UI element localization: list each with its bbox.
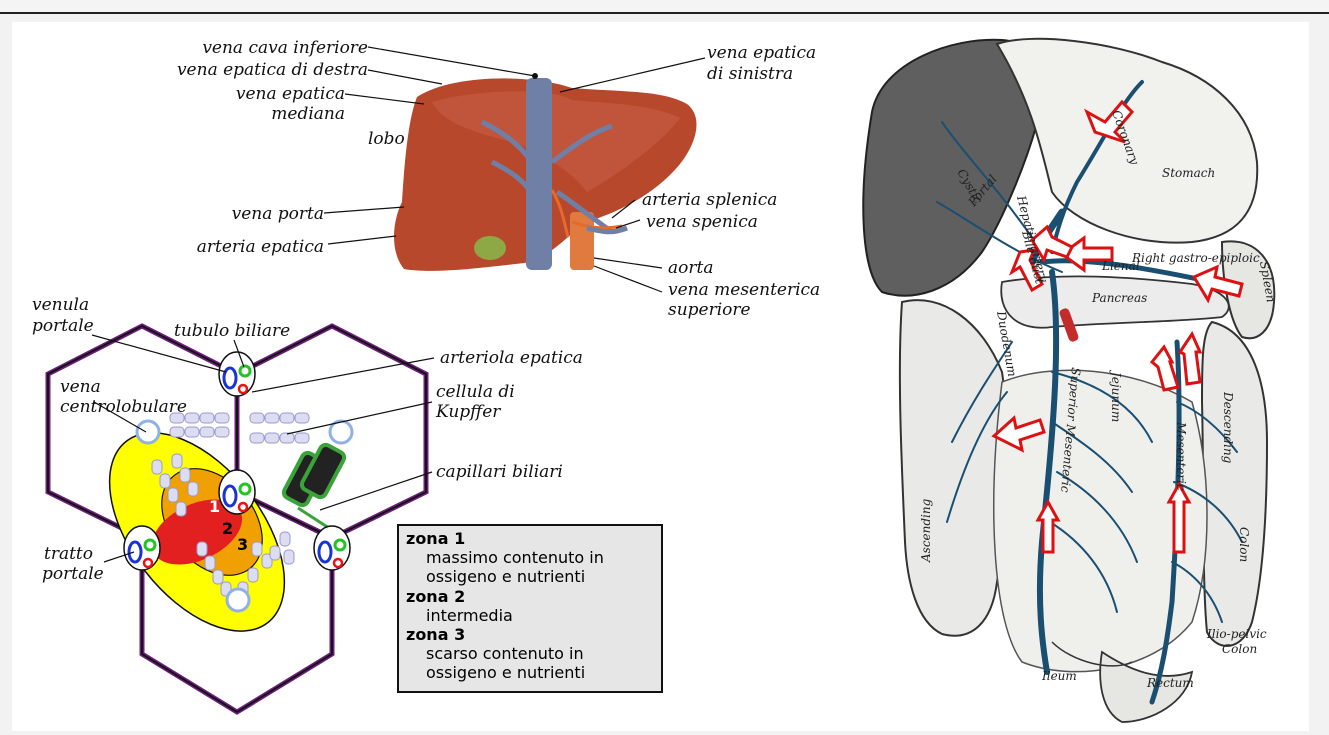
- lobule-diagram: 1 2 3: [48, 326, 426, 712]
- portal-triad-center: [219, 470, 255, 514]
- portal-triad-left: [124, 526, 160, 570]
- ascending-colon-shape: [900, 300, 1008, 636]
- gray-label-mesenteric-inf: Mesenteric: [1174, 421, 1188, 491]
- legend-zona3-title: zona 3: [406, 625, 465, 644]
- label-venula-portale-1: venula: [32, 295, 89, 315]
- label-vena-centrolobulare-2: centrolobulare: [60, 397, 187, 417]
- label-tubulo-biliare: tubulo biliare: [174, 321, 290, 341]
- gray-label-rectum: Rectum: [1146, 676, 1194, 690]
- figure-svg: vena cava inferiore vena epatica di dest…: [12, 22, 1309, 731]
- legend-zona3-line1: scarso contenuto in: [426, 644, 584, 663]
- label-arteriola-epatica: arteriola epatica: [440, 348, 583, 368]
- label-cellula-kupffer-1: cellula di: [436, 382, 515, 402]
- zone-label-3: 3: [237, 535, 248, 554]
- label-tratto-portale-1: tratto: [44, 544, 93, 564]
- label-vena-cava-inferiore: vena cava inferiore: [202, 38, 368, 58]
- label-capillari-biliari: capillari biliari: [436, 462, 563, 482]
- gray-label-ilio-pelvic-1: Ilio-pelvic: [1206, 627, 1267, 641]
- gray-label-stomach: Stomach: [1162, 166, 1215, 180]
- label-arteria-epatica: arteria epatica: [197, 237, 324, 257]
- label-aorta: aorta: [668, 258, 713, 278]
- gray-label-jejunum: Jejunum: [1109, 369, 1123, 422]
- gray-label-descending: Descending: [1221, 391, 1235, 464]
- aorta-shape: [570, 212, 594, 270]
- legend-zona2-line1: intermedia: [426, 606, 513, 625]
- legend-zona3-line2: ossigeno e nutrienti: [426, 663, 585, 682]
- label-arteria-splenica: arteria splenica: [642, 190, 777, 210]
- gallbladder-shape: [474, 236, 506, 260]
- gray-label-gastro: Right gastro-epiploic: [1131, 251, 1260, 265]
- figure-canvas: vena cava inferiore vena epatica di dest…: [12, 22, 1309, 731]
- legend-zona1-line2: ossigeno e nutrienti: [426, 567, 585, 586]
- label-vena-centrolobulare-1: vena: [60, 377, 101, 397]
- descending-colon-shape: [1202, 322, 1267, 646]
- portal-triad-right: [314, 526, 350, 570]
- label-tratto-portale-2: portale: [42, 564, 104, 584]
- gray-label-lienal: Lienal: [1101, 259, 1140, 273]
- legend-zona2-title: zona 2: [406, 587, 465, 606]
- gray-label-colon: Colon: [1237, 527, 1251, 562]
- zone-legend: zona 1 massimo contenuto in ossigeno e n…: [398, 525, 662, 692]
- label-vena-mesenterica-2: superiore: [668, 300, 751, 320]
- label-vena-mesenterica-1: vena mesenterica: [668, 280, 820, 300]
- label-vena-epatica-mediana-2: mediana: [271, 104, 345, 124]
- label-vena-epatica-sinistra-1: vena epatica: [707, 43, 816, 63]
- vena-cava-shape: [526, 78, 552, 270]
- legend-zona1-title: zona 1: [406, 529, 465, 548]
- central-vein-1: [137, 421, 159, 443]
- zone-label-1: 1: [209, 497, 220, 516]
- gray-label-ileum: Ileum: [1041, 669, 1077, 683]
- central-vein-3: [227, 589, 249, 611]
- label-vena-epatica-sinistra-2: di sinistra: [707, 64, 793, 84]
- portal-triad-top: [219, 352, 255, 396]
- label-lobo: lobo: [368, 129, 405, 149]
- gray-label-ilio-pelvic-2: Colon: [1222, 642, 1257, 656]
- gray-anatomy-illustration: Coronary Stomach Spleen Pancreas Right g…: [863, 39, 1278, 722]
- label-cellula-kupffer-2: Kupffer: [435, 402, 501, 422]
- label-vena-spenica: vena spenica: [646, 212, 758, 232]
- zone-label-2: 2: [222, 519, 233, 538]
- top-bar: [0, 0, 1329, 14]
- label-vena-epatica-mediana-1: vena epatica: [236, 84, 345, 104]
- label-venula-portale-2: portale: [32, 316, 94, 336]
- gray-label-pancreas: Pancreas: [1091, 291, 1147, 305]
- liver-illustration: [394, 73, 696, 271]
- label-vena-epatica-destra: vena epatica di destra: [177, 60, 368, 80]
- legend-zona1-line1: massimo contenuto in: [426, 548, 604, 567]
- gray-label-ascending: Ascending: [919, 498, 933, 563]
- label-vena-porta: vena porta: [232, 204, 324, 224]
